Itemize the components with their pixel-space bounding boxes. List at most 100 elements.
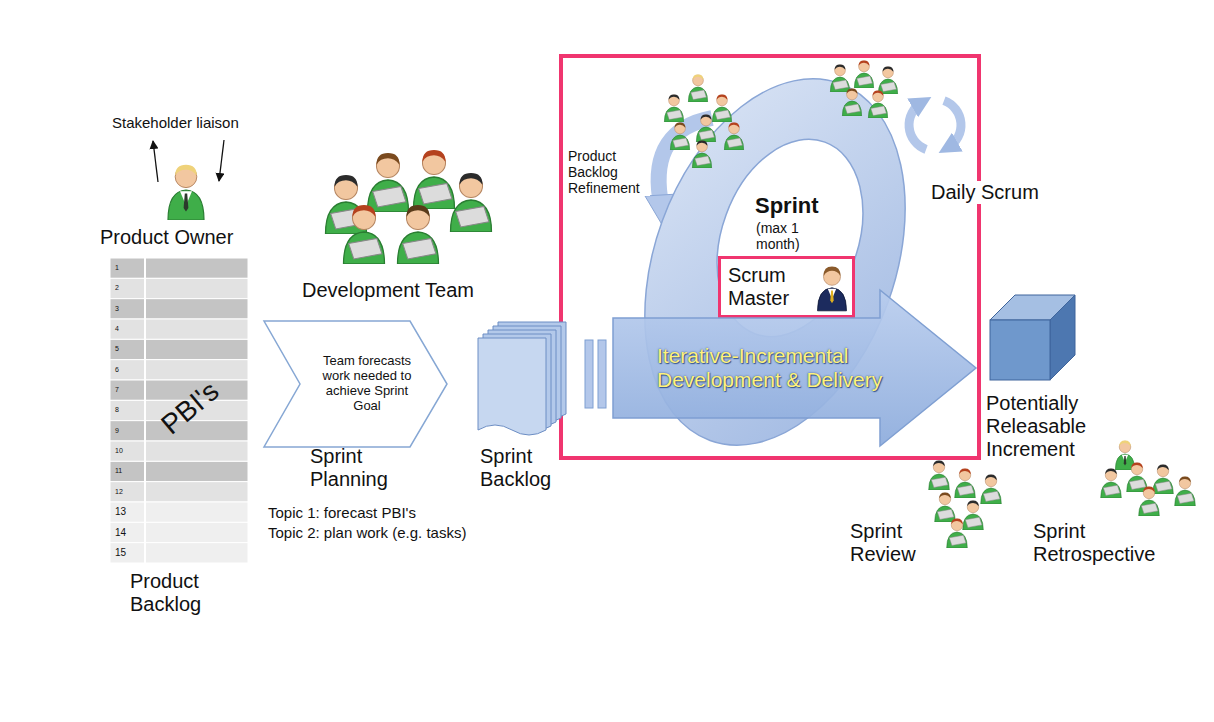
sprint-cycle-outline-part bbox=[724, 122, 743, 150]
stack-caption: Sprint Backlog bbox=[480, 445, 560, 491]
stakeholder-note: Stakeholder liaison bbox=[112, 114, 239, 131]
planning-chevron-outline-part bbox=[264, 321, 447, 447]
row-number: 11 bbox=[115, 467, 122, 475]
development-team-figures bbox=[326, 150, 492, 264]
row-number: 1 bbox=[115, 264, 119, 272]
planning-note: Team forecasts work needed to achieve Sp… bbox=[319, 354, 415, 414]
sprint-cycle-outline-part bbox=[909, 103, 926, 150]
sprint-cycle-outline-part bbox=[878, 66, 897, 94]
row-number: 2 bbox=[115, 284, 119, 292]
backlog-caption: Product Backlog bbox=[130, 570, 230, 616]
row-number: 9 bbox=[115, 427, 119, 435]
scrum-master-figure-part bbox=[824, 267, 841, 276]
sprint-backlog-stack-outline-part bbox=[478, 338, 546, 435]
row-number: 13 bbox=[115, 506, 126, 518]
role-name: Scrum Master bbox=[728, 264, 808, 310]
scrum-master-figure-part bbox=[830, 290, 833, 303]
sprint-cycle-outline-part bbox=[692, 140, 711, 168]
product-owner-figure bbox=[168, 165, 204, 220]
backlog-table-outline-part bbox=[110, 502, 248, 522]
stakeholder-arrows-part bbox=[153, 141, 158, 182]
increment-cube: Potentially Releasable Increment bbox=[984, 294, 1102, 464]
sprint-cycle-outline-part bbox=[830, 64, 849, 92]
team-caption: Development Team bbox=[302, 279, 474, 302]
backlog-table-outline-part bbox=[110, 482, 248, 502]
arrow-text: Iterative-Incremental Development & Deli… bbox=[657, 344, 917, 392]
sprint-title: Sprint bbox=[755, 193, 819, 218]
sprint-backlog-stack: Sprint Backlog bbox=[478, 320, 570, 442]
backlog-table-outline-part bbox=[110, 278, 248, 298]
sprint-cycle-outline-part bbox=[670, 122, 689, 150]
backlog-table-outline-part bbox=[110, 543, 248, 563]
sprint-cycle-outline-part bbox=[868, 90, 887, 118]
development-team-figures-part bbox=[414, 150, 455, 209]
backlog-table-outline-part bbox=[110, 319, 248, 339]
retrospective-group-figures-part bbox=[1153, 465, 1173, 494]
backlog-table-outline-part bbox=[110, 441, 248, 461]
stakeholder-arrows-part bbox=[219, 140, 224, 181]
retrospective-group-figures-part bbox=[1139, 487, 1159, 516]
backlog-table-outline-part bbox=[110, 461, 248, 481]
planning-topic: Topic 1: forecast PBI's bbox=[268, 504, 416, 521]
planning-chevron: Team forecasts work needed to achieve Sp… bbox=[263, 320, 448, 448]
review-group-figures-part bbox=[929, 461, 949, 490]
sprint-cycle-outline-part bbox=[712, 94, 731, 122]
development-team-figures-part bbox=[368, 153, 409, 212]
backlog-table: PBI'sProduct Backlog bbox=[110, 258, 248, 563]
sprint-backlog-stack-outline bbox=[478, 320, 570, 442]
sprint-start-bars-part bbox=[598, 340, 606, 408]
increment-caption: Potentially Releasable Increment bbox=[986, 392, 1101, 461]
sprint-start-bars bbox=[585, 340, 606, 408]
row-number: 4 bbox=[115, 325, 119, 333]
row-number: 6 bbox=[115, 366, 119, 374]
refinement-label: Product Backlog Refinement bbox=[566, 148, 650, 196]
retrospective-group-figures bbox=[1101, 441, 1195, 516]
backlog-table-outline-part bbox=[110, 339, 248, 359]
scrum-master-figure-part bbox=[818, 288, 847, 311]
sprint-cycle-outline-part bbox=[688, 74, 707, 102]
backlog-table-outline-part bbox=[144, 258, 146, 563]
retrospective-group-figures-part bbox=[1175, 477, 1195, 506]
delivery-arrow: Iterative-Incremental Development & Deli… bbox=[612, 288, 978, 448]
sprint-cycle-outline-part bbox=[842, 88, 861, 116]
row-number: 10 bbox=[115, 447, 123, 455]
backlog-table-outline-part bbox=[110, 258, 248, 278]
row-number: 5 bbox=[115, 345, 119, 353]
sprint-start-bars-part bbox=[585, 340, 593, 408]
row-number: 7 bbox=[115, 386, 119, 394]
development-team-figures-part bbox=[451, 173, 492, 232]
sprint-cycle-outline-part bbox=[944, 101, 961, 148]
row-number: 15 bbox=[115, 547, 126, 559]
row-number: 8 bbox=[115, 406, 119, 414]
row-number: 3 bbox=[115, 305, 119, 313]
event-label: Sprint Retrospective bbox=[1033, 520, 1163, 566]
product-owner-figure-part bbox=[168, 165, 204, 220]
backlog-table-outline-part bbox=[110, 522, 248, 542]
increment-cube-outline-part bbox=[1050, 295, 1075, 380]
backlog-table-outline-part bbox=[110, 299, 248, 319]
scrum-master-figure bbox=[815, 262, 849, 312]
review-group-figures-part bbox=[963, 501, 983, 530]
event-label: Sprint Review bbox=[850, 520, 925, 566]
development-team-figures-part bbox=[344, 205, 385, 264]
role-caption: Product Owner bbox=[100, 226, 233, 249]
delivery-arrow-outline-part bbox=[613, 290, 976, 446]
planning-topic: Topic 2: plan work (e.g. tasks) bbox=[268, 524, 466, 541]
sprint-cycle-outline-part bbox=[696, 114, 715, 142]
review-group-figures-part bbox=[955, 469, 975, 498]
retrospective-group-figures-part bbox=[1127, 463, 1147, 492]
sprint-cycle-outline-part bbox=[854, 60, 873, 88]
development-team-figures-part bbox=[398, 205, 439, 264]
scrum-master-box: Scrum Master bbox=[718, 256, 855, 318]
increment-cube-outline-part bbox=[990, 320, 1050, 380]
row-number: 14 bbox=[115, 527, 126, 539]
retrospective-group-figures-part bbox=[1101, 469, 1121, 498]
sprint-duration: (max 1 month) bbox=[756, 220, 814, 252]
review-group-figures-part bbox=[947, 519, 967, 548]
sprint-cycle-outline-part bbox=[664, 94, 683, 122]
planning-caption: Sprint Planning bbox=[310, 445, 405, 491]
row-number: 12 bbox=[115, 488, 123, 496]
backlog-table-outline-part bbox=[110, 360, 248, 380]
event-label: Daily Scrum bbox=[929, 181, 1041, 204]
